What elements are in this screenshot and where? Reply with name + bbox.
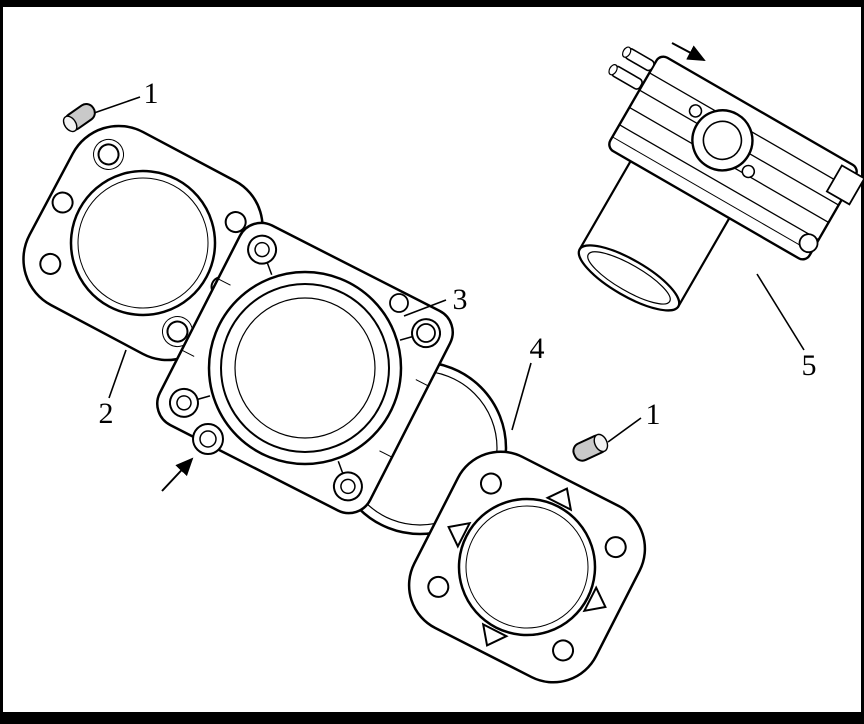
- port-bolt-hole: [741, 164, 756, 179]
- bolt-hole: [552, 639, 575, 662]
- bolt-hole: [166, 320, 189, 343]
- border-top: [0, 0, 864, 7]
- leader-line-pin-lower: [607, 417, 642, 443]
- bolt-hole: [39, 252, 62, 275]
- bolt-hole: [427, 575, 450, 598]
- head-gasket-drawing: [407, 450, 647, 684]
- bolt-hole: [224, 211, 247, 234]
- callout-label-base-gasket: 2: [99, 397, 114, 430]
- border-bottom: [0, 712, 864, 724]
- bolt-hole: [97, 143, 120, 166]
- gasket-bore-hole: [69, 169, 217, 317]
- leader-line-cylinder: [403, 299, 447, 317]
- callout-label-cylinder: 3: [453, 283, 468, 316]
- head-body: [608, 46, 864, 261]
- head-end-hole: [798, 233, 819, 254]
- dowel-pin-upper-drawing: [62, 103, 96, 133]
- intake-port: [691, 109, 754, 172]
- border-right: [861, 0, 864, 724]
- leader-line-head: [756, 273, 805, 351]
- leader-line-head-gasket: [511, 362, 532, 431]
- flange-ear: [416, 323, 436, 343]
- dowel-pin-lower-drawing: [572, 433, 609, 462]
- coolant-cutout: [447, 521, 472, 549]
- cylinder-drawing: [156, 221, 508, 536]
- flange-ear: [389, 293, 409, 313]
- coolant-cutout: [545, 487, 573, 512]
- head-end-boss: [825, 164, 864, 206]
- cylinder-head-drawing: [577, 46, 864, 312]
- direction-arrow-left-icon: [161, 457, 194, 492]
- callout-label-head: 5: [802, 349, 817, 382]
- leader-lines: [93, 96, 805, 443]
- coolant-cutout: [481, 622, 509, 647]
- bolt-hole: [51, 191, 74, 214]
- gasket-bore-hole: [457, 497, 597, 637]
- callout-label-pin-lower: 1: [646, 398, 661, 431]
- port-bolt-hole: [688, 104, 703, 118]
- cylinder-bore: [207, 270, 403, 466]
- border-left: [0, 0, 3, 724]
- bolt-hole: [604, 536, 627, 559]
- callout-label-pin-upper: 1: [144, 77, 159, 110]
- leader-line-base-gasket: [108, 349, 127, 399]
- leader-line-pin-upper: [93, 96, 141, 114]
- bolt-hole: [479, 472, 502, 495]
- pin-face: [593, 433, 609, 453]
- direction-arrow-top-right-icon: [671, 42, 706, 61]
- callout-label-head-gasket: 4: [530, 332, 545, 365]
- pin-face: [62, 115, 78, 133]
- coolant-cutout: [582, 585, 607, 613]
